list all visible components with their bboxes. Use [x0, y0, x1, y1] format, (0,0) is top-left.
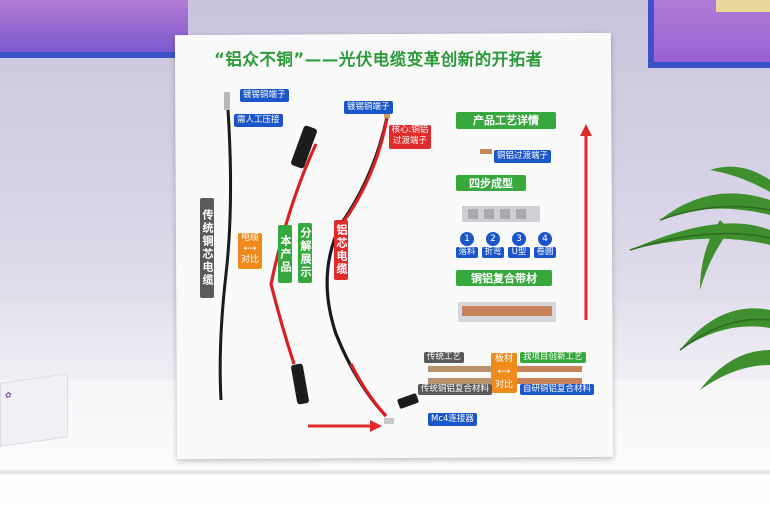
- step-2-number: 2: [486, 232, 500, 246]
- step-1-number: 1: [460, 232, 474, 246]
- label-manual-crimp: 需人工压接: [234, 114, 283, 127]
- label-traditional-process: 传统工艺: [424, 352, 465, 363]
- label-aluminium-cable: 铝芯电缆: [334, 220, 348, 280]
- background-screen-right: [648, 0, 770, 68]
- label-tinned-copper-terminal-left: 镀锡铜端子: [240, 89, 289, 102]
- background-screen-left: [0, 0, 188, 58]
- step-4-number: 4: [538, 232, 552, 246]
- label-cu-al-transition-terminal: 铜铝过渡端子: [494, 150, 552, 163]
- label-self-developed-material: 自研铜铝复合材料: [520, 384, 595, 395]
- compare-arrow-icon: ⟷: [243, 244, 257, 254]
- compare-bottom-text: 对比: [240, 255, 259, 265]
- step-2-text: 折弯: [482, 247, 504, 258]
- label-traditional-copper-cable: 传统铜芯电缆: [200, 198, 214, 298]
- label-cable-compare: 电缆 ⟷ 对比: [238, 233, 262, 269]
- step-3: 3 U型: [508, 232, 530, 258]
- plate-arrow-icon: ⟷: [497, 367, 511, 377]
- step-4: 4 卷圆: [534, 232, 556, 258]
- plate-top-text: 板材: [494, 354, 513, 364]
- header-four-step-forming: 四步成型: [456, 175, 526, 191]
- compare-top-text: 电缆: [240, 233, 259, 243]
- plate-bottom-text: 对比: [494, 380, 513, 390]
- cable-illustration: [218, 92, 592, 432]
- step-1: 1 落料: [456, 232, 478, 258]
- table-edge: [0, 470, 770, 474]
- step-4-text: 卷圆: [534, 247, 556, 258]
- step-1-text: 落料: [456, 247, 478, 258]
- step-2: 2 折弯: [482, 232, 504, 258]
- board-title: “铝众不铜”——光伏电缆变革创新的开拓者: [214, 50, 543, 69]
- left-display-stand: ✿: [0, 373, 68, 447]
- step-3-text: U型: [508, 247, 530, 258]
- step-3-number: 3: [512, 232, 526, 246]
- label-tinned-copper-terminal-center: 镀锡铜端子: [344, 101, 393, 114]
- screen-gold-strip: [716, 0, 770, 12]
- label-this-product: 本产品: [278, 225, 292, 283]
- stand-logo-icon: ✿: [5, 390, 12, 401]
- header-process-details: 产品工艺详情: [456, 112, 556, 129]
- label-exploded-view: 分解展示: [298, 223, 312, 283]
- palm-plant-image: [629, 166, 770, 390]
- label-mc4-connector: Mc4连接器: [428, 413, 477, 426]
- label-plate-compare: 板材 ⟷ 对比: [491, 353, 517, 393]
- label-core-transition-terminal: 核心:铜铝过渡端子: [389, 125, 431, 149]
- header-composite-strip: 铜铝复合带材: [456, 270, 552, 286]
- label-innovation-process: 我项目创新工艺: [520, 352, 586, 363]
- label-traditional-material: 传统铜铝复合材料: [418, 384, 493, 395]
